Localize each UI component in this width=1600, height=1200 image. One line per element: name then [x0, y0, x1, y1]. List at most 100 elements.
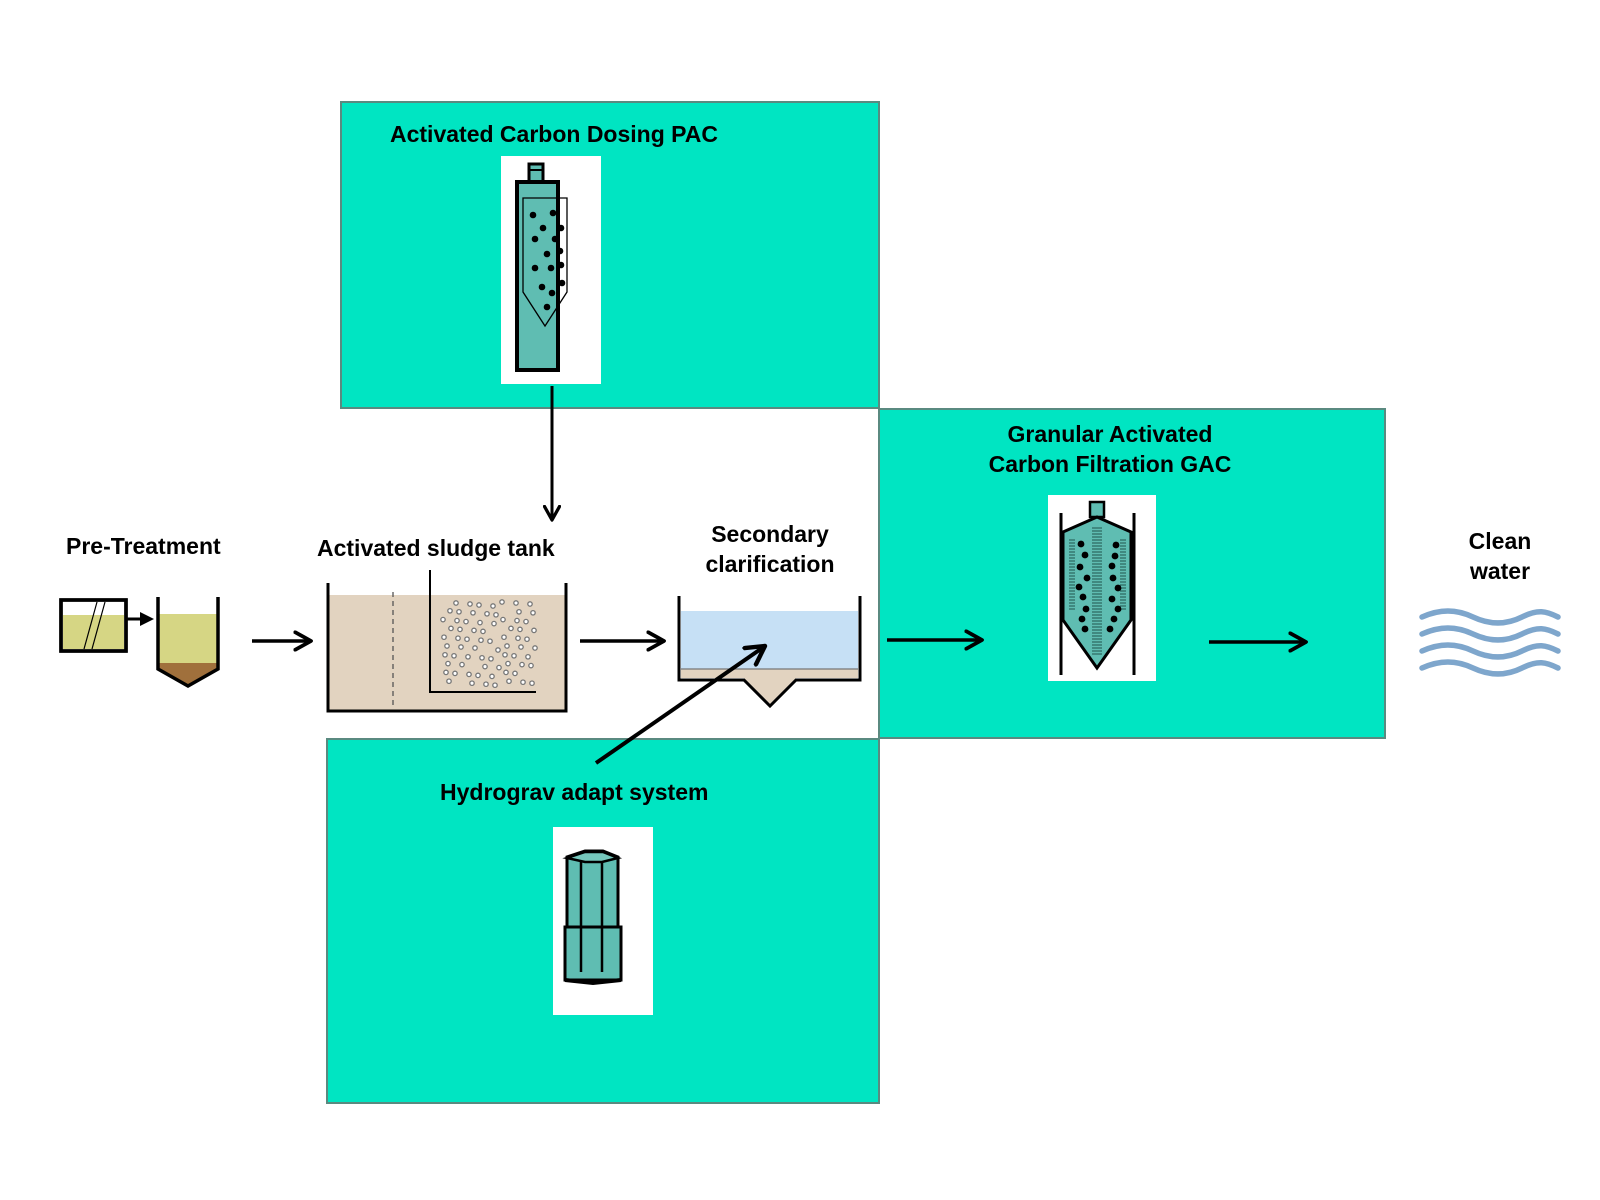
bubble	[508, 625, 514, 632]
gac-title-line1: Granular Activated	[1007, 421, 1213, 447]
pre-treatment-icon	[59, 597, 220, 689]
pac-panel	[340, 101, 880, 409]
bubble	[470, 609, 476, 616]
bubble	[440, 616, 446, 623]
clean-water-line2: water	[1469, 558, 1531, 584]
bubble	[453, 600, 459, 606]
bubble	[530, 609, 536, 616]
bubble	[480, 628, 486, 635]
carbon-granule	[1078, 615, 1086, 623]
gac-title-line2: Carbon Filtration GAC	[988, 451, 1232, 477]
bubble	[488, 655, 494, 662]
bubble	[477, 619, 483, 626]
clean-water-label: Clean water	[1445, 526, 1555, 586]
pac-panel-title: Activated Carbon Dosing PAC	[390, 121, 718, 147]
bubble	[524, 636, 530, 643]
carbon-granule	[1081, 625, 1089, 633]
bubble	[502, 651, 508, 658]
bubble	[517, 626, 523, 633]
carbon-granule	[1083, 574, 1091, 582]
bubble	[511, 652, 517, 659]
bubble	[466, 671, 472, 678]
bubble	[492, 682, 498, 689]
bubble	[520, 679, 526, 686]
aeration-bubbles	[440, 599, 538, 689]
bubble	[451, 652, 457, 659]
bubble	[469, 680, 475, 687]
activated-sludge-tank-label: Activated sludge tank	[317, 535, 555, 561]
bubble	[496, 664, 502, 671]
bubble	[445, 660, 451, 667]
activated-sludge-tank-icon	[326, 570, 568, 713]
carbon-granule	[1109, 574, 1117, 582]
hydrograv-device-icon	[562, 849, 623, 986]
bubble	[483, 681, 489, 688]
bubble	[518, 644, 524, 650]
bubble	[515, 635, 521, 642]
bubble	[471, 627, 477, 634]
bubble	[444, 643, 450, 649]
bubble	[506, 678, 512, 685]
bubble	[465, 653, 471, 660]
bubble	[442, 651, 448, 658]
bubble	[489, 673, 495, 680]
bubble	[527, 601, 533, 607]
bubble	[499, 599, 505, 605]
bubble	[519, 661, 525, 668]
bubble	[448, 625, 454, 632]
bubble	[516, 608, 522, 615]
bubble	[500, 616, 506, 623]
secondary-clarification-line1: Secondary	[711, 521, 829, 547]
bubble	[525, 653, 531, 660]
carbon-granule	[1079, 593, 1087, 601]
bubble	[513, 600, 519, 606]
carbon-granule	[1114, 584, 1122, 592]
bubble	[523, 618, 529, 625]
bubble	[441, 634, 447, 641]
bubble	[504, 643, 510, 649]
bubble	[532, 645, 538, 651]
bubble	[476, 602, 482, 608]
pac-vessel-icon	[515, 162, 568, 372]
bubble	[457, 626, 463, 633]
carbon-granule	[1111, 552, 1119, 560]
clean-water-waves-icon	[1419, 608, 1561, 677]
carbon-granule	[1076, 563, 1084, 571]
carbon-granule	[1108, 595, 1116, 603]
bubble	[446, 678, 452, 685]
bubble	[493, 611, 499, 618]
carbon-granule	[1114, 605, 1122, 613]
bubble	[472, 645, 478, 651]
secondary-clarifier-icon	[677, 596, 862, 709]
bubble	[528, 662, 534, 669]
bubble	[463, 618, 469, 625]
bubble	[491, 620, 497, 627]
bubble	[512, 670, 518, 677]
carbon-granule	[1110, 615, 1118, 623]
bubble	[505, 660, 511, 667]
bubble	[443, 669, 449, 676]
hydrograv-arrow	[594, 646, 765, 765]
bubble	[467, 601, 473, 607]
pre-treatment-label: Pre-Treatment	[66, 533, 221, 559]
bubble	[478, 637, 484, 644]
gac-filter-icon	[1059, 500, 1136, 675]
bubble	[495, 647, 501, 653]
bubble	[531, 627, 537, 634]
bubble	[456, 608, 462, 615]
carbon-granule	[1075, 583, 1083, 591]
hydrograv-panel-title: Hydrograv adapt system	[440, 779, 709, 805]
bubble	[490, 603, 496, 609]
bubble	[447, 607, 453, 614]
bubble	[514, 617, 520, 624]
bubble	[458, 644, 464, 650]
carbon-granule	[1077, 540, 1085, 548]
carbon-granule	[1082, 605, 1090, 613]
bubble	[475, 672, 481, 679]
bubble	[487, 638, 493, 645]
clean-water-line1: Clean	[1468, 528, 1532, 554]
bubble	[479, 654, 485, 661]
carbon-granule	[1106, 625, 1114, 633]
bubble	[464, 636, 470, 643]
